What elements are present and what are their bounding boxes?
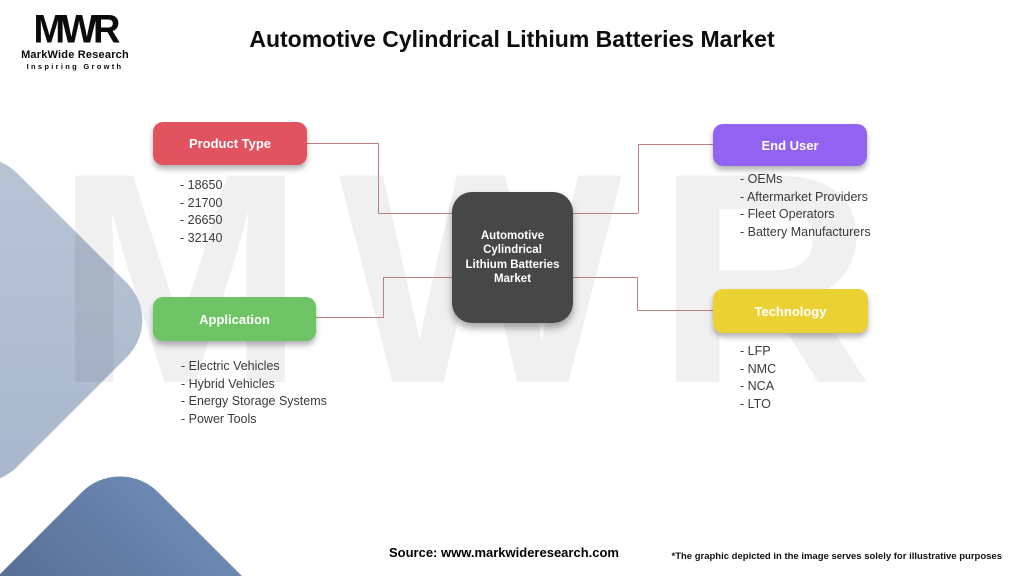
list-item: - Battery Manufacturers xyxy=(740,224,871,239)
page-title: Automotive Cylindrical Lithium Batteries… xyxy=(249,26,775,52)
connector-technology-v xyxy=(637,277,638,310)
list-item: - Hybrid Vehicles xyxy=(181,376,275,391)
connector-enduser-h2 xyxy=(638,144,713,145)
connector-product-v xyxy=(378,143,379,213)
list-item: - 26650 xyxy=(180,213,223,228)
node-technology-label: Technology xyxy=(754,303,827,319)
list-item: - Aftermarket Providers xyxy=(740,189,868,204)
node-application: Application xyxy=(153,297,316,341)
application-list: - Electric Vehicles - Hybrid Vehicles - … xyxy=(181,358,327,428)
connector-enduser-h1 xyxy=(573,213,638,214)
logo-monogram: MWR xyxy=(33,8,121,52)
connector-application-h1 xyxy=(316,317,384,318)
list-item: - LFP xyxy=(740,344,771,358)
list-item: - NCA xyxy=(740,379,775,394)
node-end-user: End User xyxy=(713,124,867,166)
connector-product-h2 xyxy=(378,213,452,214)
markwide-logo: MWR MarkWide Research Inspiring Growth xyxy=(18,8,132,72)
node-end-user-label: End User xyxy=(761,137,819,153)
end-user-list: - OEMs - Aftermarket Providers - Fleet O… xyxy=(740,171,871,241)
disclaimer-text: *The graphic depicted in the image serve… xyxy=(671,551,1003,562)
logo-tagline: Inspiring Growth xyxy=(26,62,124,72)
central-market-node: Automotive Cylindrical Lithium Batteries… xyxy=(452,192,573,323)
connector-application-h2 xyxy=(383,277,452,278)
source-text: Source: www.markwideresearch.com xyxy=(388,545,619,560)
product-type-list: - 18650 - 21700 - 26650 - 32140 xyxy=(180,177,222,247)
node-application-label: Application xyxy=(199,311,270,327)
list-item: - NMC xyxy=(740,361,777,376)
logo-name: MarkWide Research xyxy=(21,49,129,62)
list-item: - 32140 xyxy=(180,230,223,245)
node-product-type: Product Type xyxy=(153,122,307,165)
connector-enduser-v xyxy=(638,144,639,213)
list-item: - LTO xyxy=(740,396,771,411)
connector-product-h1 xyxy=(307,143,378,144)
list-item: - OEMs xyxy=(740,172,783,186)
list-item: - Power Tools xyxy=(181,411,257,426)
node-product-type-label: Product Type xyxy=(188,136,272,151)
connector-technology-h2 xyxy=(637,310,713,311)
list-item: - Electric Vehicles xyxy=(181,359,280,373)
list-item: - Fleet Operators xyxy=(740,207,835,222)
list-item: - 21700 xyxy=(180,195,223,210)
node-technology: Technology xyxy=(713,289,868,333)
central-market-label: Automotive Cylindrical Lithium Batteries… xyxy=(465,229,560,285)
list-item: - 18650 xyxy=(180,178,223,192)
connector-technology-h1 xyxy=(573,277,637,278)
technology-list: - LFP - NMC - NCA - LTO xyxy=(740,343,776,413)
connector-application-v xyxy=(383,277,384,318)
list-item: - Energy Storage Systems xyxy=(181,394,327,409)
